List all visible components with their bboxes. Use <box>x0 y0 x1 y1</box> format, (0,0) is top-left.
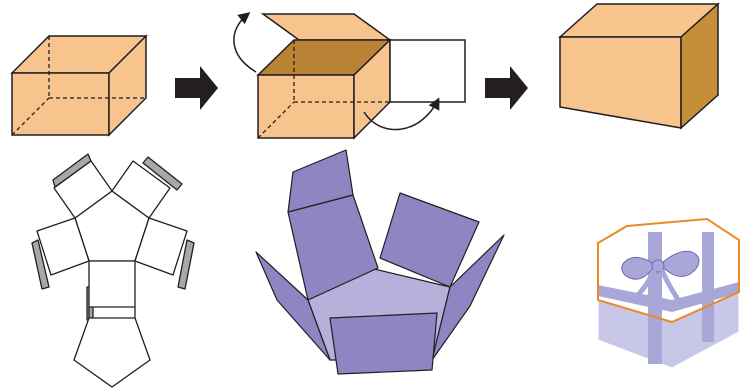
pentagon-net <box>31 153 195 388</box>
arrow-1 <box>175 66 218 110</box>
arrow-2 <box>485 66 528 110</box>
pentagon-tray-folding <box>255 149 505 375</box>
gift-box <box>597 217 740 369</box>
box-closed-dashed <box>10 34 148 137</box>
box-lid-opening <box>233 12 466 140</box>
box-finished <box>558 2 720 130</box>
